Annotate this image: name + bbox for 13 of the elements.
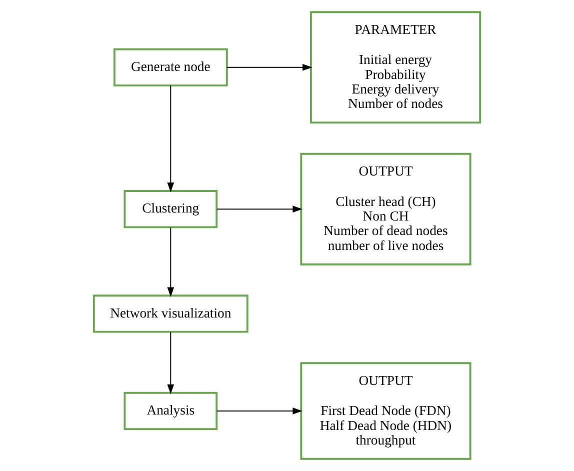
arrow: [216, 206, 302, 213]
node-box: Generate node: [113, 48, 228, 86]
node-box: Clustering: [124, 190, 218, 228]
arrow: [167, 227, 174, 298]
arrow: [167, 84, 174, 192]
node-box: OUTPUT First Dead Node (FDN) Half Dead Node (HDN) throughput: [300, 362, 472, 460]
node-box: OUTPUT Cluster head (CH) Non CH Number of dead nodes number of live nodes: [300, 152, 472, 266]
node-box: Analysis: [124, 392, 218, 430]
node-box: PARAMETER Initial energy Probability Energy delivery Number of nodes: [310, 11, 482, 124]
node-box: Network visualization: [92, 294, 248, 333]
arrow: [216, 408, 302, 414]
arrow: [226, 64, 312, 71]
arrow: [167, 332, 174, 394]
